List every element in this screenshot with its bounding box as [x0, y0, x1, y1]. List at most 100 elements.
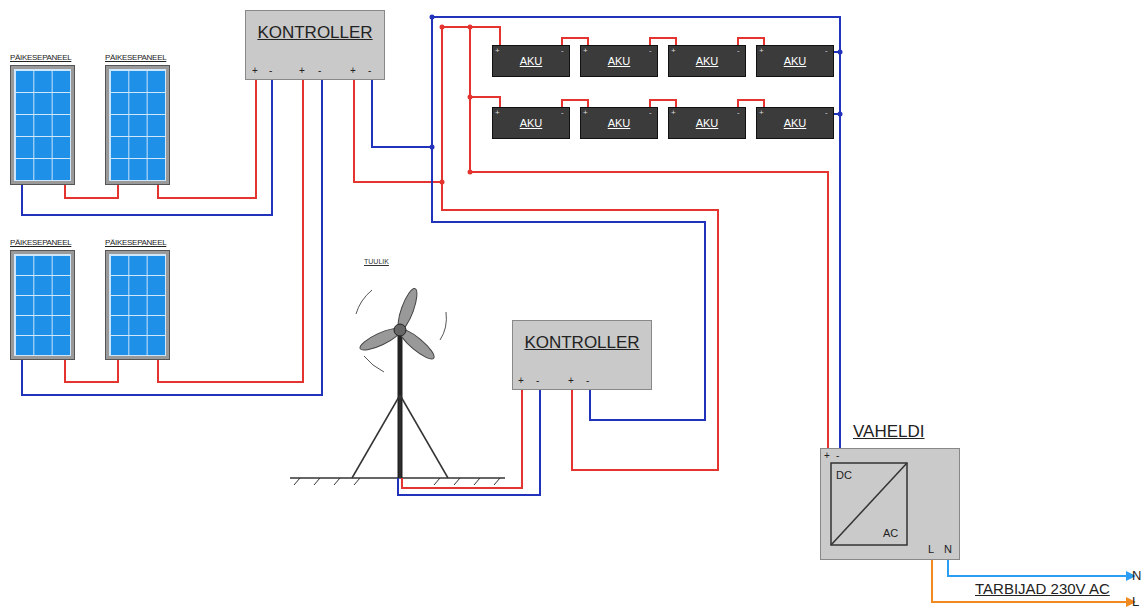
terminal-sign: - [737, 47, 740, 55]
battery-box: AKU [668, 45, 746, 77]
inverter-box: VAHELDIDCAC [820, 448, 960, 560]
panel-cells [14, 69, 71, 181]
terminal-sign: + [759, 109, 764, 117]
wire [65, 360, 118, 382]
wire-line [432, 17, 840, 420]
solar-panel: PÄIKESEPANEEL [10, 250, 75, 360]
panel-cells [14, 254, 71, 356]
panel-heading: PÄIKESEPANEEL [105, 53, 166, 62]
wire-line [738, 38, 764, 45]
wire [738, 100, 764, 107]
battery-box: AKU [580, 107, 658, 139]
panel-heading: PÄIKESEPANEEL [10, 53, 71, 62]
wire-line [834, 52, 840, 448]
terminal-sign: + [671, 47, 676, 55]
wire-line [650, 100, 676, 107]
battery-label: AKU [784, 117, 807, 129]
battery-box: AKU [580, 45, 658, 77]
terminal-sign: + [495, 109, 500, 117]
wire [442, 27, 718, 470]
terminal-sign: - [318, 66, 321, 76]
wire [158, 80, 303, 382]
turbine-wire [402, 390, 522, 488]
wire-line [834, 114, 840, 448]
wire-line [442, 27, 718, 470]
panel-cells [109, 69, 166, 181]
panel-heading: PÄIKESEPANEEL [10, 238, 71, 247]
terminal-sign: - [825, 109, 828, 117]
controller-title: KONTROLLER [257, 23, 372, 43]
wire-line [738, 100, 764, 107]
wire-line [442, 27, 718, 470]
battery-box: AKU [492, 45, 570, 77]
wire [650, 100, 676, 107]
terminal-sign: + [671, 109, 676, 117]
wire [470, 97, 828, 448]
wire [432, 17, 840, 420]
wire [834, 114, 840, 448]
terminal-sign: - [649, 47, 652, 55]
terminal-sign: - [836, 451, 839, 461]
battery-label: AKU [696, 117, 719, 129]
inverter-side-label: AC [883, 527, 898, 539]
wire-line [470, 27, 828, 448]
panel-cells [109, 254, 166, 356]
terminal-sign: - [269, 66, 272, 76]
battery-box: AKU [668, 107, 746, 139]
terminal-sign: - [825, 47, 828, 55]
terminal-sign: - [649, 109, 652, 117]
wire-line [65, 185, 118, 198]
inverter-heading: VAHELDI [853, 422, 925, 442]
battery-label: AKU [520, 117, 543, 129]
controller-title: KONTROLLER [524, 333, 639, 353]
terminal-sign: + [583, 47, 588, 55]
wire-line [650, 38, 676, 45]
wire-line [158, 80, 303, 382]
battery-label: AKU [608, 55, 631, 67]
wire [562, 100, 588, 107]
solar-panel: PÄIKESEPANEEL [10, 65, 75, 185]
wire-line [562, 38, 588, 45]
wire [442, 27, 718, 470]
wire [650, 38, 676, 45]
wind-turbine-label: TUULIK [364, 258, 389, 265]
terminal-sign: + [350, 66, 356, 76]
battery-label: AKU [696, 55, 719, 67]
phase-label: L [928, 544, 934, 555]
battery-box: AKU [756, 107, 834, 139]
terminal-sign: - [561, 47, 564, 55]
terminal-sign: - [561, 109, 564, 117]
phase-label: L [1132, 595, 1139, 608]
terminal-sign: + [824, 451, 830, 461]
wire [470, 27, 828, 448]
line-wire [932, 560, 1126, 602]
wire-line [432, 17, 840, 420]
terminal-sign: + [299, 66, 305, 76]
battery-box: AKU [492, 107, 570, 139]
wire-line [65, 360, 118, 382]
controller-box: KONTROLLER [512, 320, 652, 390]
inverter-side-label: DC [836, 469, 852, 481]
solar-panel: PÄIKESEPANEEL [105, 250, 170, 360]
wire-line [470, 97, 828, 448]
terminal-sign: - [586, 376, 589, 386]
wire [158, 80, 256, 198]
turbine-wire [398, 390, 540, 495]
junction-dots [440, 25, 473, 185]
terminal-sign: - [737, 109, 740, 117]
terminal-sign: + [518, 376, 524, 386]
junction-dots [430, 15, 843, 150]
load-label: TARBIJAD 230V AC [975, 581, 1110, 596]
phase-label: N [1132, 569, 1141, 582]
wire [834, 52, 840, 448]
terminal-sign: + [495, 47, 500, 55]
wire-line [158, 80, 256, 198]
battery-label: AKU [608, 117, 631, 129]
inverter-symbol [821, 449, 961, 561]
panel-heading: PÄIKESEPANEEL [105, 238, 166, 247]
battery-label: AKU [784, 55, 807, 67]
terminal-sign: + [568, 376, 574, 386]
battery-label: AKU [520, 55, 543, 67]
